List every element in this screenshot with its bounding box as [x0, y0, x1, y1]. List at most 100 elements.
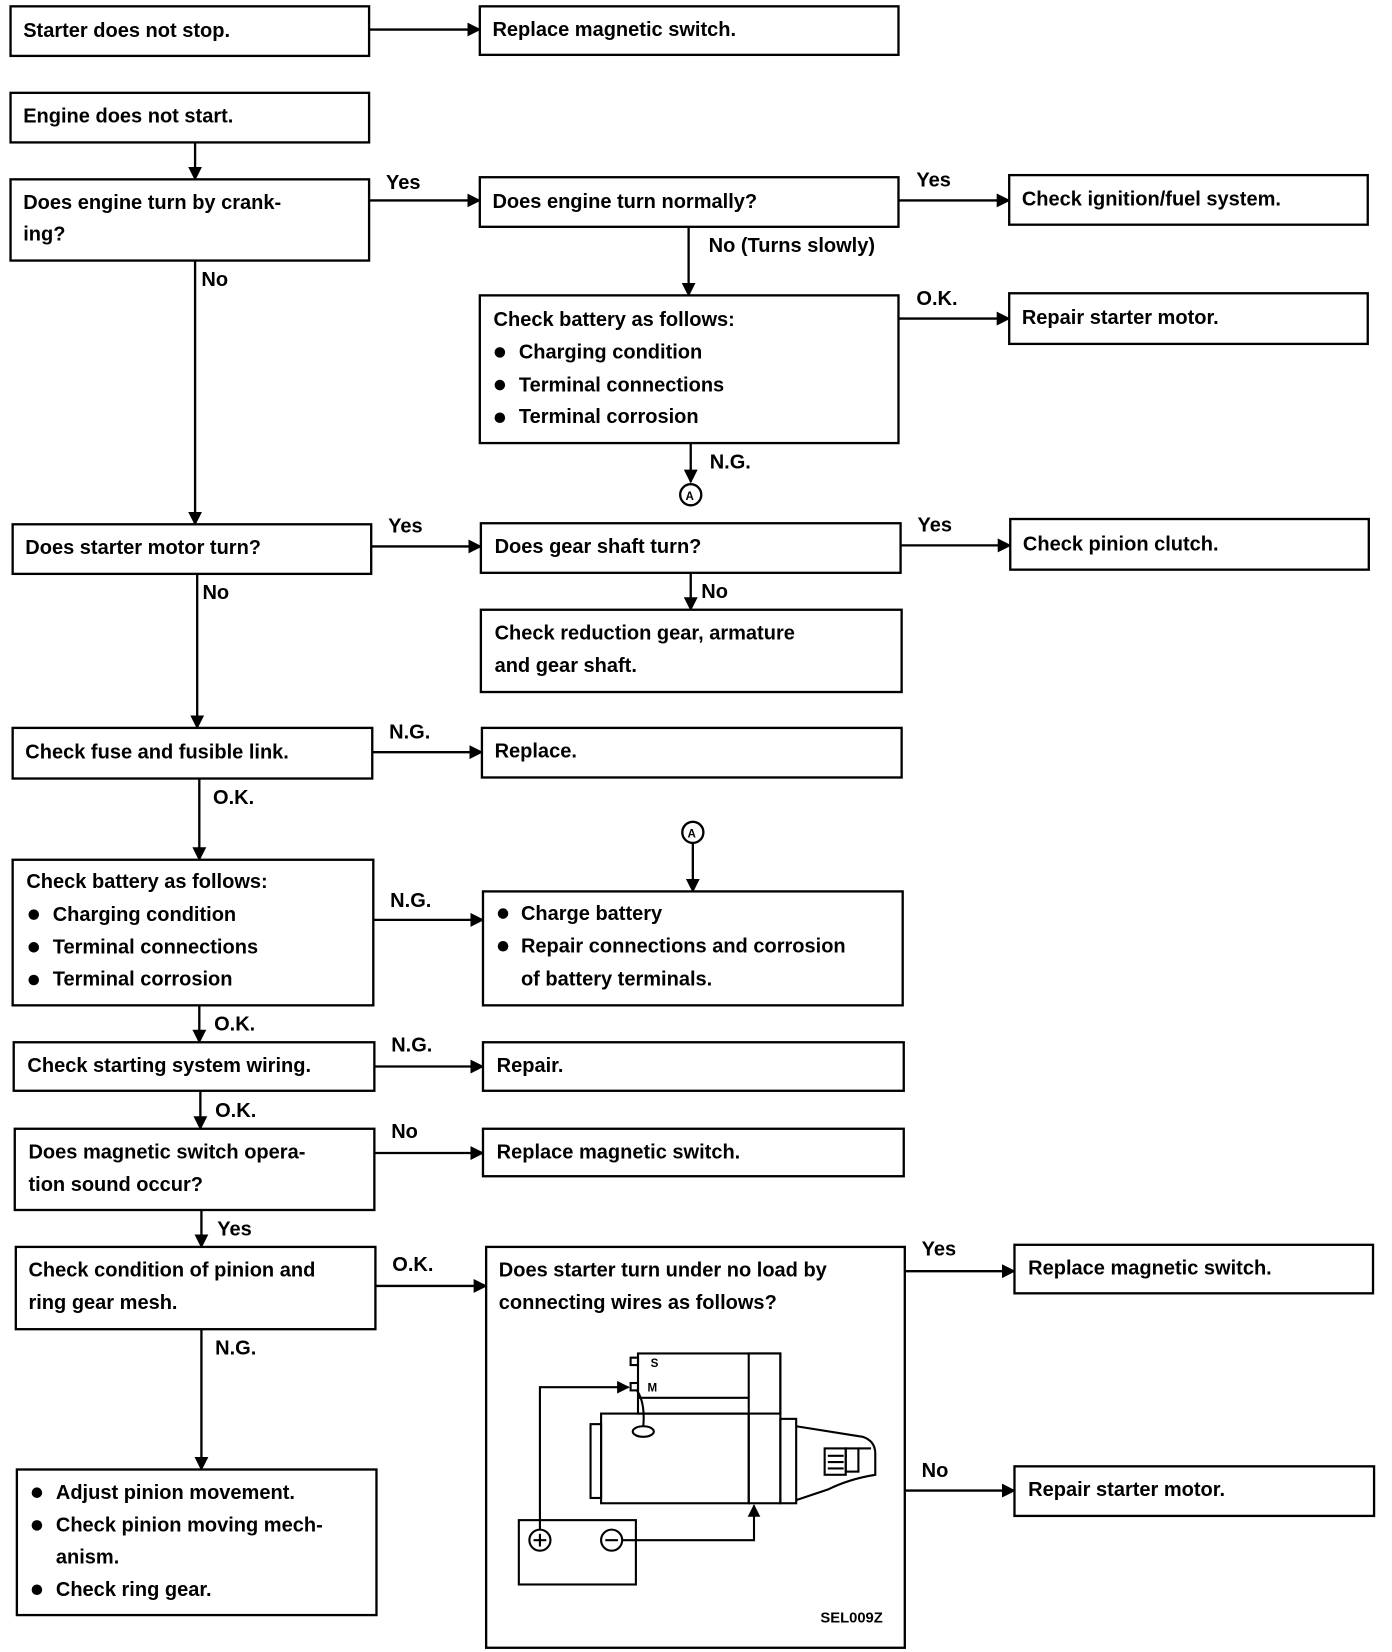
- node-repair-starter-motor-1: Repair starter motor.: [1008, 292, 1369, 346]
- svg-text:Adjust pinion movement.: Adjust pinion movement.: [56, 1482, 295, 1504]
- svg-text:Terminal connections: Terminal connections: [53, 937, 258, 959]
- starter-wiring-figure: [517, 1352, 877, 1586]
- svg-text:Charging condition: Charging condition: [53, 904, 236, 926]
- svg-text:Replace magnetic switch.: Replace magnetic switch.: [497, 1141, 741, 1163]
- terminal-s-label: S: [651, 1357, 659, 1370]
- bullet: [31, 1520, 43, 1531]
- node-check-ignition-fuel: Check ignition/fuel system.: [1008, 173, 1369, 226]
- connector-a-out: A: [679, 483, 703, 507]
- node-replace-magnetic-switch: Replace magnetic switch.: [478, 5, 900, 57]
- bullet: [497, 908, 509, 919]
- bullet: [31, 1584, 43, 1596]
- node-repair-starter-motor-2: Repair starter motor.: [1013, 1465, 1376, 1518]
- svg-text:Repair connections and corrosi: Repair connections and corrosion: [521, 936, 846, 958]
- svg-text:Replace.: Replace.: [495, 740, 577, 762]
- edge-label: No: [201, 269, 228, 291]
- svg-text:Check ignition/fuel system.: Check ignition/fuel system.: [1022, 189, 1281, 211]
- node-magnetic-switch-sound: Does magnetic switch opera- tion sound o…: [13, 1127, 376, 1212]
- node-engine-turn-normally: Does engine turn normally?: [478, 176, 900, 228]
- node-engine-does-not-start: Engine does not start.: [9, 91, 371, 144]
- svg-text:Check ring gear.: Check ring gear.: [56, 1579, 212, 1601]
- bullet: [28, 942, 40, 953]
- bullet: [494, 347, 506, 358]
- edge-label: Yes: [916, 170, 951, 192]
- node-pinion-ring-gear: Check condition of pinion and ring gear …: [14, 1245, 377, 1331]
- node-check-pinion-clutch: Check pinion clutch.: [1009, 517, 1370, 571]
- node-check-battery-1: Check battery as follows: Charging condi…: [478, 294, 900, 445]
- node-no-load-test: Does starter turn under no load by conne…: [484, 1245, 906, 1649]
- svg-text:Starter does not stop.: Starter does not stop.: [23, 20, 230, 42]
- node-check-wiring: Check starting system wiring.: [12, 1041, 376, 1092]
- edge-label: Yes: [922, 1238, 957, 1260]
- bullet: [497, 940, 509, 952]
- svg-text:Repair starter motor.: Repair starter motor.: [1022, 307, 1219, 329]
- svg-text:Does engine turn by crank-: Does engine turn by crank-: [23, 192, 281, 214]
- svg-text:Does starter turn under no loa: Does starter turn under no load by: [499, 1259, 828, 1281]
- bullet: [494, 412, 506, 424]
- svg-text:Check battery as follows:: Check battery as follows:: [494, 309, 735, 331]
- edge-label: Yes: [217, 1218, 252, 1240]
- node-replace: Replace.: [480, 726, 903, 779]
- terminal-m-label: M: [647, 1381, 657, 1394]
- svg-text:of battery terminals.: of battery terminals.: [521, 968, 712, 990]
- bullet: [28, 974, 40, 986]
- node-check-fuse: Check fuse and fusible link.: [11, 726, 374, 780]
- bullet: [31, 1487, 43, 1498]
- edge-label: N.G.: [215, 1338, 256, 1360]
- svg-text:Does engine turn normally?: Does engine turn normally?: [492, 191, 757, 213]
- svg-text:Check starting system wiring.: Check starting system wiring.: [27, 1055, 311, 1077]
- edge-label: O.K.: [215, 1100, 256, 1122]
- svg-text:Check pinion moving mech-: Check pinion moving mech-: [56, 1515, 323, 1537]
- svg-text:Does gear shaft turn?: Does gear shaft turn?: [495, 536, 702, 558]
- edge-label: No (Turns slowly): [709, 235, 875, 257]
- edge-label: No: [701, 581, 728, 603]
- edge-label: Yes: [388, 516, 423, 538]
- edge-label: No: [922, 1460, 949, 1482]
- node-replace-magnetic-switch-3: Replace magnetic switch.: [1013, 1243, 1375, 1295]
- svg-text:and gear shaft.: and gear shaft.: [495, 655, 637, 677]
- bullet: [28, 909, 40, 920]
- edge-label: No: [391, 1121, 418, 1143]
- svg-text:Terminal connections: Terminal connections: [519, 374, 724, 396]
- svg-text:Repair.: Repair.: [497, 1055, 564, 1077]
- edge-label: O.K.: [214, 1014, 255, 1036]
- edge-label: N.G.: [390, 890, 431, 912]
- connector-a-in: A: [681, 820, 705, 845]
- svg-text:Check condition of pinion and: Check condition of pinion and: [28, 1259, 315, 1281]
- svg-text:Replace magnetic switch.: Replace magnetic switch.: [1028, 1257, 1272, 1279]
- svg-text:Terminal corrosion: Terminal corrosion: [519, 406, 699, 428]
- svg-text:ring gear mesh.: ring gear mesh.: [28, 1292, 177, 1314]
- edge-label: N.G.: [389, 721, 430, 743]
- svg-text:anism.: anism.: [56, 1546, 119, 1568]
- node-check-battery-2: Check battery as follows: Charging condi…: [11, 858, 375, 1007]
- svg-text:A: A: [688, 828, 697, 841]
- svg-text:connecting wires as follows?: connecting wires as follows?: [499, 1292, 777, 1314]
- bullet: [494, 379, 506, 391]
- edge-label: No: [202, 582, 229, 604]
- svg-text:Does magnetic switch opera-: Does magnetic switch opera-: [28, 1141, 305, 1163]
- edge-label: Yes: [917, 515, 952, 537]
- edge-label: O.K.: [392, 1254, 433, 1276]
- svg-text:ing?: ing?: [23, 224, 65, 246]
- svg-text:Check battery as follows:: Check battery as follows:: [26, 871, 267, 893]
- edge-label: Yes: [386, 172, 421, 194]
- svg-text:Repair starter motor.: Repair starter motor.: [1028, 1479, 1225, 1501]
- node-engine-turn-by-cranking: Does engine turn by crank- ing?: [9, 178, 371, 262]
- svg-text:tion sound occur?: tion sound occur?: [28, 1174, 203, 1196]
- edge-label: N.G.: [391, 1035, 432, 1057]
- svg-text:Check fuse and fusible link.: Check fuse and fusible link.: [25, 741, 289, 763]
- svg-text:Terminal corrosion: Terminal corrosion: [53, 968, 233, 990]
- svg-text:Charging condition: Charging condition: [519, 342, 702, 364]
- figure-code: SEL009Z: [820, 1610, 882, 1626]
- node-replace-magnetic-switch-2: Replace magnetic switch.: [481, 1127, 905, 1178]
- svg-text:Check pinion clutch.: Check pinion clutch.: [1023, 534, 1219, 556]
- node-gear-shaft-turn: Does gear shaft turn?: [479, 522, 902, 574]
- svg-text:Replace magnetic switch.: Replace magnetic switch.: [492, 19, 736, 41]
- edge-label: N.G.: [710, 451, 751, 473]
- node-check-reduction-gear: Check reduction gear, armature and gear …: [479, 608, 903, 694]
- node-starter-motor-turn: Does starter motor turn?: [11, 523, 373, 576]
- svg-text:Engine does not start.: Engine does not start.: [23, 105, 233, 127]
- node-charge-battery: Charge battery Repair connections and co…: [481, 890, 904, 1007]
- node-starter-does-not-stop: Starter does not stop.: [9, 5, 371, 58]
- svg-text:A: A: [685, 490, 694, 503]
